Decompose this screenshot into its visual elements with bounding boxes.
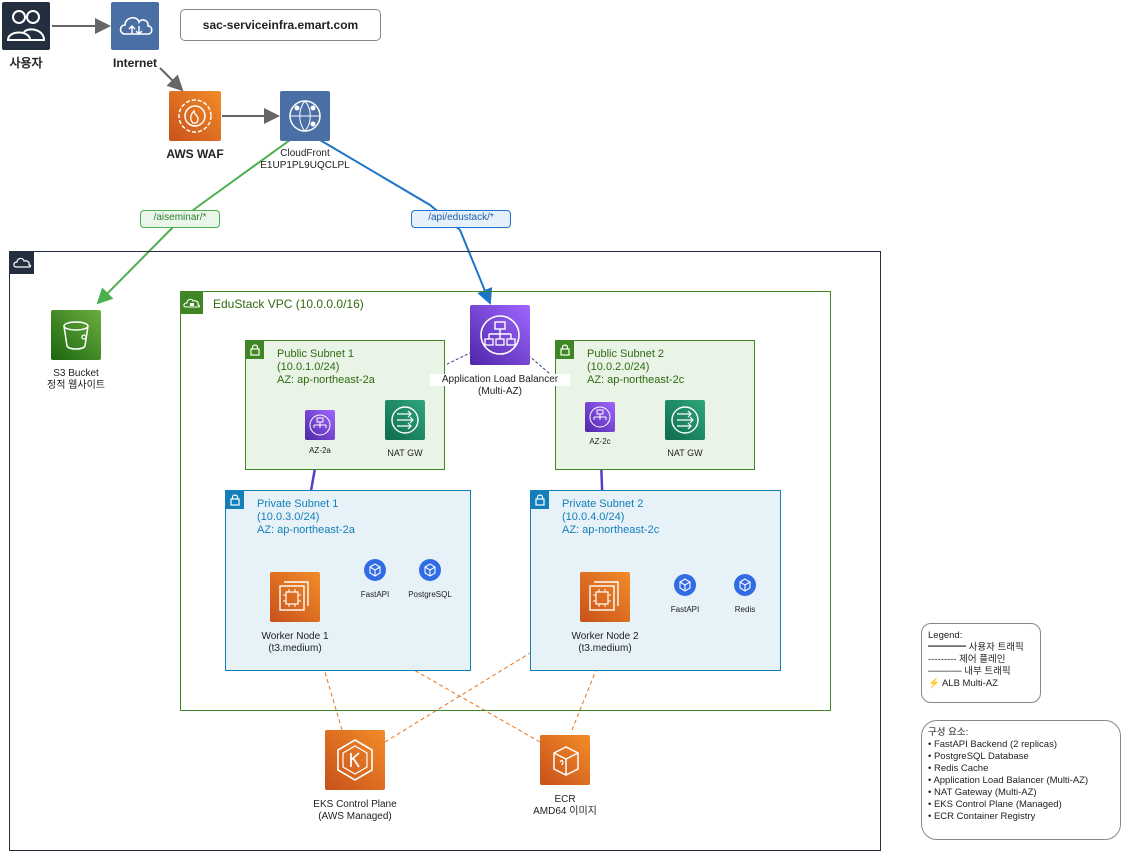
component-item: • EKS Control Plane (Managed) xyxy=(928,799,1062,810)
route-edustack: /api/edustack/* xyxy=(411,210,511,228)
private-subnet-1-name: Private Subnet 1 xyxy=(257,498,339,510)
cloudfront-icon xyxy=(280,91,330,141)
worker-2-label-1: Worker Node 2 xyxy=(571,631,639,642)
alb-icon xyxy=(470,305,530,365)
legend-item: ━━━━ 사용자 트래픽 xyxy=(928,642,1024,653)
route-aiseminar: /aiseminar/* xyxy=(140,210,220,228)
worker-2-label-2: (t3.medium) xyxy=(578,643,632,654)
s3-label-2: 정적 웹사이트 xyxy=(47,380,105,391)
aws-cloud-icon xyxy=(10,252,34,274)
eks-icon xyxy=(325,730,385,790)
internet-label: Internet xyxy=(112,56,157,70)
public-subnet-2-name: Public Subnet 2 xyxy=(587,348,665,360)
vpc-group: EduStack VPC (10.0.0.0/16) xyxy=(180,291,831,711)
pod-redis-icon xyxy=(734,574,756,596)
s3-bucket-icon xyxy=(51,310,101,360)
ecr-label-2: AMD64 이미지 xyxy=(533,806,597,817)
private-subnet-2-cidr: (10.0.4.0/24) xyxy=(562,511,625,523)
worker-1-label-1: Worker Node 1 xyxy=(261,631,329,642)
public-subnet-1-az: AZ: ap-northeast-2a xyxy=(277,374,375,386)
cloudfront-label-1: CloudFront xyxy=(280,148,330,159)
components-box: 구성 요소: • FastAPI Backend (2 replicas) • … xyxy=(921,720,1121,840)
lock-icon xyxy=(226,491,244,509)
eks-label-2: (AWS Managed) xyxy=(318,811,392,822)
user-icon xyxy=(2,2,50,50)
domain-url-box: sac-serviceinfra.emart.com xyxy=(180,9,381,41)
lock-icon xyxy=(246,341,264,359)
ecr-icon xyxy=(540,735,590,785)
component-item: • Application Load Balancer (Multi-AZ) xyxy=(928,775,1089,786)
pod-postgresql-icon xyxy=(419,559,441,581)
alb-az-c-icon xyxy=(585,402,615,432)
waf-label: AWS WAF xyxy=(166,147,224,161)
private-subnet-2-az: AZ: ap-northeast-2c xyxy=(562,524,660,536)
alb-az-a-icon xyxy=(305,410,335,440)
edge-internet-waf xyxy=(159,67,184,92)
worker-node-2-icon xyxy=(580,572,630,622)
legend-item: ───── 내부 트래픽 xyxy=(928,666,1011,677)
alb-label-2: (Multi-AZ) xyxy=(478,386,522,397)
public-subnet-1-cidr: (10.0.1.0/24) xyxy=(277,361,340,373)
alb-az-c-label: AZ-2c xyxy=(589,437,611,446)
cloudfront-label-2: E1UP1PL9UQCLPL xyxy=(260,160,350,171)
s3-label-1: S3 Bucket xyxy=(53,368,99,379)
pod-redis-label: Redis xyxy=(734,605,756,614)
pod-fastapi-2-label: FastAPI xyxy=(670,605,700,614)
vpc-icon xyxy=(181,292,203,314)
legend-box: Legend: ━━━━ 사용자 트래픽 --------- 제어 플레인 ──… xyxy=(921,623,1041,703)
nat-c-label: NAT GW xyxy=(667,448,703,458)
private-subnet-1-cidr: (10.0.3.0/24) xyxy=(257,511,320,523)
private-subnet-1-az: AZ: ap-northeast-2a xyxy=(257,524,355,536)
legend-item: ⚡ ALB Multi-AZ xyxy=(928,678,998,689)
component-item: • PostgreSQL Database xyxy=(928,751,1029,762)
vpc-label: EduStack VPC (10.0.0.0/16) xyxy=(213,297,364,311)
component-item: • Redis Cache xyxy=(928,763,989,774)
public-subnet-2-cidr: (10.0.2.0/24) xyxy=(587,361,650,373)
pod-fastapi-2-icon xyxy=(674,574,696,596)
public-subnet-1-name: Public Subnet 1 xyxy=(277,348,355,360)
alb-az-a-label: AZ-2a xyxy=(309,446,331,455)
eks-label-1: EKS Control Plane xyxy=(313,799,397,810)
component-item: • NAT Gateway (Multi-AZ) xyxy=(928,787,1037,798)
pod-fastapi-1-icon xyxy=(364,559,386,581)
lock-icon xyxy=(556,341,574,359)
legend-title: Legend: xyxy=(928,630,963,641)
pod-postgresql-label: PostgreSQL xyxy=(408,590,452,599)
pod-fastapi-1-label: FastAPI xyxy=(360,590,390,599)
component-item: • ECR Container Registry xyxy=(928,811,1036,822)
nat-gateway-icon xyxy=(385,400,425,440)
worker-1-label-2: (t3.medium) xyxy=(268,643,322,654)
lock-icon xyxy=(531,491,549,509)
user-label: 사용자 xyxy=(9,56,43,70)
worker-node-1-icon xyxy=(270,572,320,622)
ecr-label-1: ECR xyxy=(554,794,576,805)
internet-icon xyxy=(111,2,159,50)
component-item: • FastAPI Backend (2 replicas) xyxy=(928,739,1057,750)
alb-label-1: Application Load Balancer xyxy=(430,374,570,386)
waf-icon xyxy=(169,91,221,141)
legend-item: --------- 제어 플레인 xyxy=(928,654,1006,665)
components-title: 구성 요소: xyxy=(928,727,969,738)
nat-a-label: NAT GW xyxy=(387,448,423,458)
private-subnet-2-name: Private Subnet 2 xyxy=(562,498,644,510)
domain-url: sac-serviceinfra.emart.com xyxy=(202,18,359,32)
public-subnet-2-az: AZ: ap-northeast-2c xyxy=(587,374,685,386)
nat-gateway-icon xyxy=(665,400,705,440)
